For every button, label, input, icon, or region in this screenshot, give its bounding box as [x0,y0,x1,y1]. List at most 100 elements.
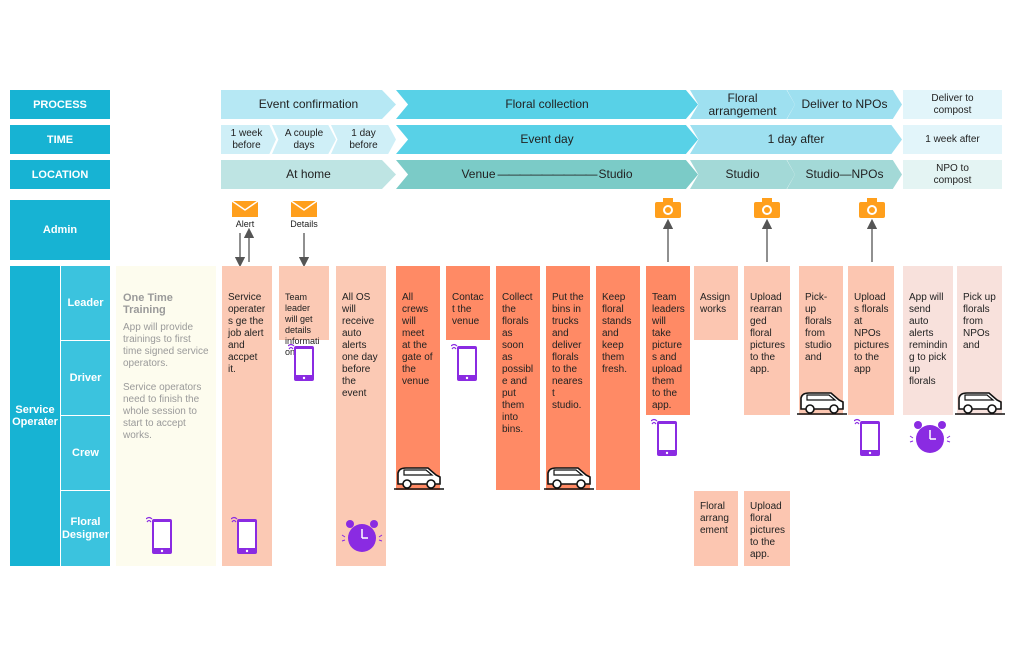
card-upload-npos: Uploads florals at NPOs pictures to the … [848,266,894,415]
location-label: Studio [725,167,760,181]
card-job-alert: Service operaters ge the job alert and a… [222,266,272,566]
time-day-after: 1 day after [690,125,902,154]
time-week-after: 1 week after [903,125,1002,154]
row-label-floral-designer: Floral Designer [61,491,110,566]
card-text: Service operaters ge the job alert and a… [228,292,266,375]
phone-icon [650,418,681,463]
card-text: Collect the florals as soon as possible … [502,292,534,435]
process-floral-arrangement: Floral arrangement [690,90,795,119]
process-label: Deliver to NPOs [801,97,888,111]
envelope-icon [231,200,259,222]
time-day-before: 1 day before [331,125,396,154]
card-text: Assign works [700,292,731,315]
time-label: 1 week after [925,133,980,145]
location-label: At home [286,167,331,181]
time-label: 1 day before [349,127,378,151]
card-text: Floral arrangement [700,501,729,536]
location-studio-npos: Studio—NPOs [787,160,902,189]
card-text: Team leader will get details information [285,292,320,357]
training-text: App will provide trainings to first time… [123,322,209,369]
time-label: 1 week before [230,127,263,151]
location-dashes: ————————— [497,167,598,181]
card-contact-venue: Contact the venue [446,266,490,340]
card-text: Upload floral pictures to the app. [750,501,786,560]
card-text: Pick-up florals from studio and [805,292,832,363]
card-upload-floral: Upload floral pictures to the app. [744,491,790,566]
card-keep-stands: Keep floral stands and keep them fresh. [596,266,640,490]
card-upload-rearranged: Upload rearranged floral pictures to the… [744,266,790,415]
card-collect-florals: Collect the florals as soon as possible … [496,266,540,490]
time-label: 1 day after [767,132,825,146]
row-label-admin: Admin [10,200,110,260]
time-week-before: 1 week before [221,125,276,154]
row-label-service-operator: Service Operater [10,266,60,566]
row-label-process: PROCESS [10,90,110,119]
card-pickup-npos: Pick up florals from NPOs and [957,266,1002,415]
location-label: NPO to compost [933,162,972,186]
process-deliver-npos: Deliver to NPOs [787,90,902,119]
card-auto-alerts: All OS will receive auto alerts one day … [336,266,386,566]
card-text: All crews will meet at the gate of the v… [402,292,433,387]
phone-icon [853,418,884,463]
card-leader-pictures: Team leaders will take pictures and uplo… [646,266,690,415]
card-leader-details: Team leader will get details information [279,266,329,357]
card-crews-meet: All crews will meet at the gate of the v… [396,266,440,490]
camera-icon [754,198,780,223]
time-label: A couple days [284,127,324,151]
alarm-clock-icon [340,519,384,560]
location-label: Studio—NPOs [805,167,884,181]
row-label-location: LOCATION [10,160,110,189]
location-label: Venue [461,167,496,181]
card-app-auto-alerts: App will send auto alerts reminding to p… [903,266,953,415]
card-text: Contact the venue [452,292,484,327]
card-text: Pick up florals from NPOs and [963,292,996,351]
card-text: Put the bins in trucks and deliver flora… [552,292,584,411]
training-text: Service operators need to finish the who… [123,382,202,441]
truck-icon [544,465,594,496]
camera-icon [655,198,681,223]
location-studio: Studio [690,160,795,189]
phone-icon [450,343,481,388]
process-event-confirmation: Event confirmation [221,90,396,119]
truck-icon [394,465,444,496]
process-floral-collection: Floral collection [396,90,698,119]
envelope-icon [290,200,318,222]
row-label-time: TIME [10,125,110,154]
card-deliver-studio: Put the bins in trucks and deliver flora… [546,266,590,490]
card-text: Upload rearranged floral pictures to the… [750,292,786,375]
card-text: All OS will receive auto alerts one day … [342,292,378,399]
location-at-home: At home [221,160,396,189]
time-label: Event day [520,132,574,146]
details-label: Details [290,219,318,229]
alert-label: Alert [235,219,255,229]
phone-icon [230,516,261,561]
row-label-driver: Driver [61,341,110,415]
training-title: One Time Training [123,292,173,316]
camera-icon [859,198,885,223]
process-deliver-compost: Deliver to compost [903,90,1002,119]
alarm-clock-icon [908,420,952,461]
process-label: Deliver to compost [931,92,974,116]
card-text: Uploads florals at NPOs pictures to the … [854,292,890,375]
card-assign-works: Assign works [694,266,738,340]
card-text: Keep floral stands and keep them fresh. [602,292,632,375]
location-venue-studio: Venue—————————Studio [396,160,698,189]
process-label: Floral arrangement [708,90,777,118]
row-label-crew: Crew [61,416,110,490]
phone-icon [287,343,318,388]
card-pickup-studio: Pick-up florals from studio and [799,266,843,415]
one-time-training-card: One Time Training App will provide train… [116,266,216,566]
location-npo-compost: NPO to compost [903,160,1002,189]
truck-icon [955,390,1005,421]
process-label: Floral collection [505,97,589,111]
row-label-leader: Leader [61,266,110,340]
truck-icon [797,390,847,421]
card-floral-arrangement: Floral arrangement [694,491,738,566]
time-event-day: Event day [396,125,698,154]
card-text: App will send auto alerts reminding to p… [909,292,948,387]
process-label: Event confirmation [258,97,359,111]
phone-icon [145,516,176,561]
card-text: Team leaders will take pictures and uplo… [652,292,685,411]
time-couple-days: A couple days [272,125,336,154]
